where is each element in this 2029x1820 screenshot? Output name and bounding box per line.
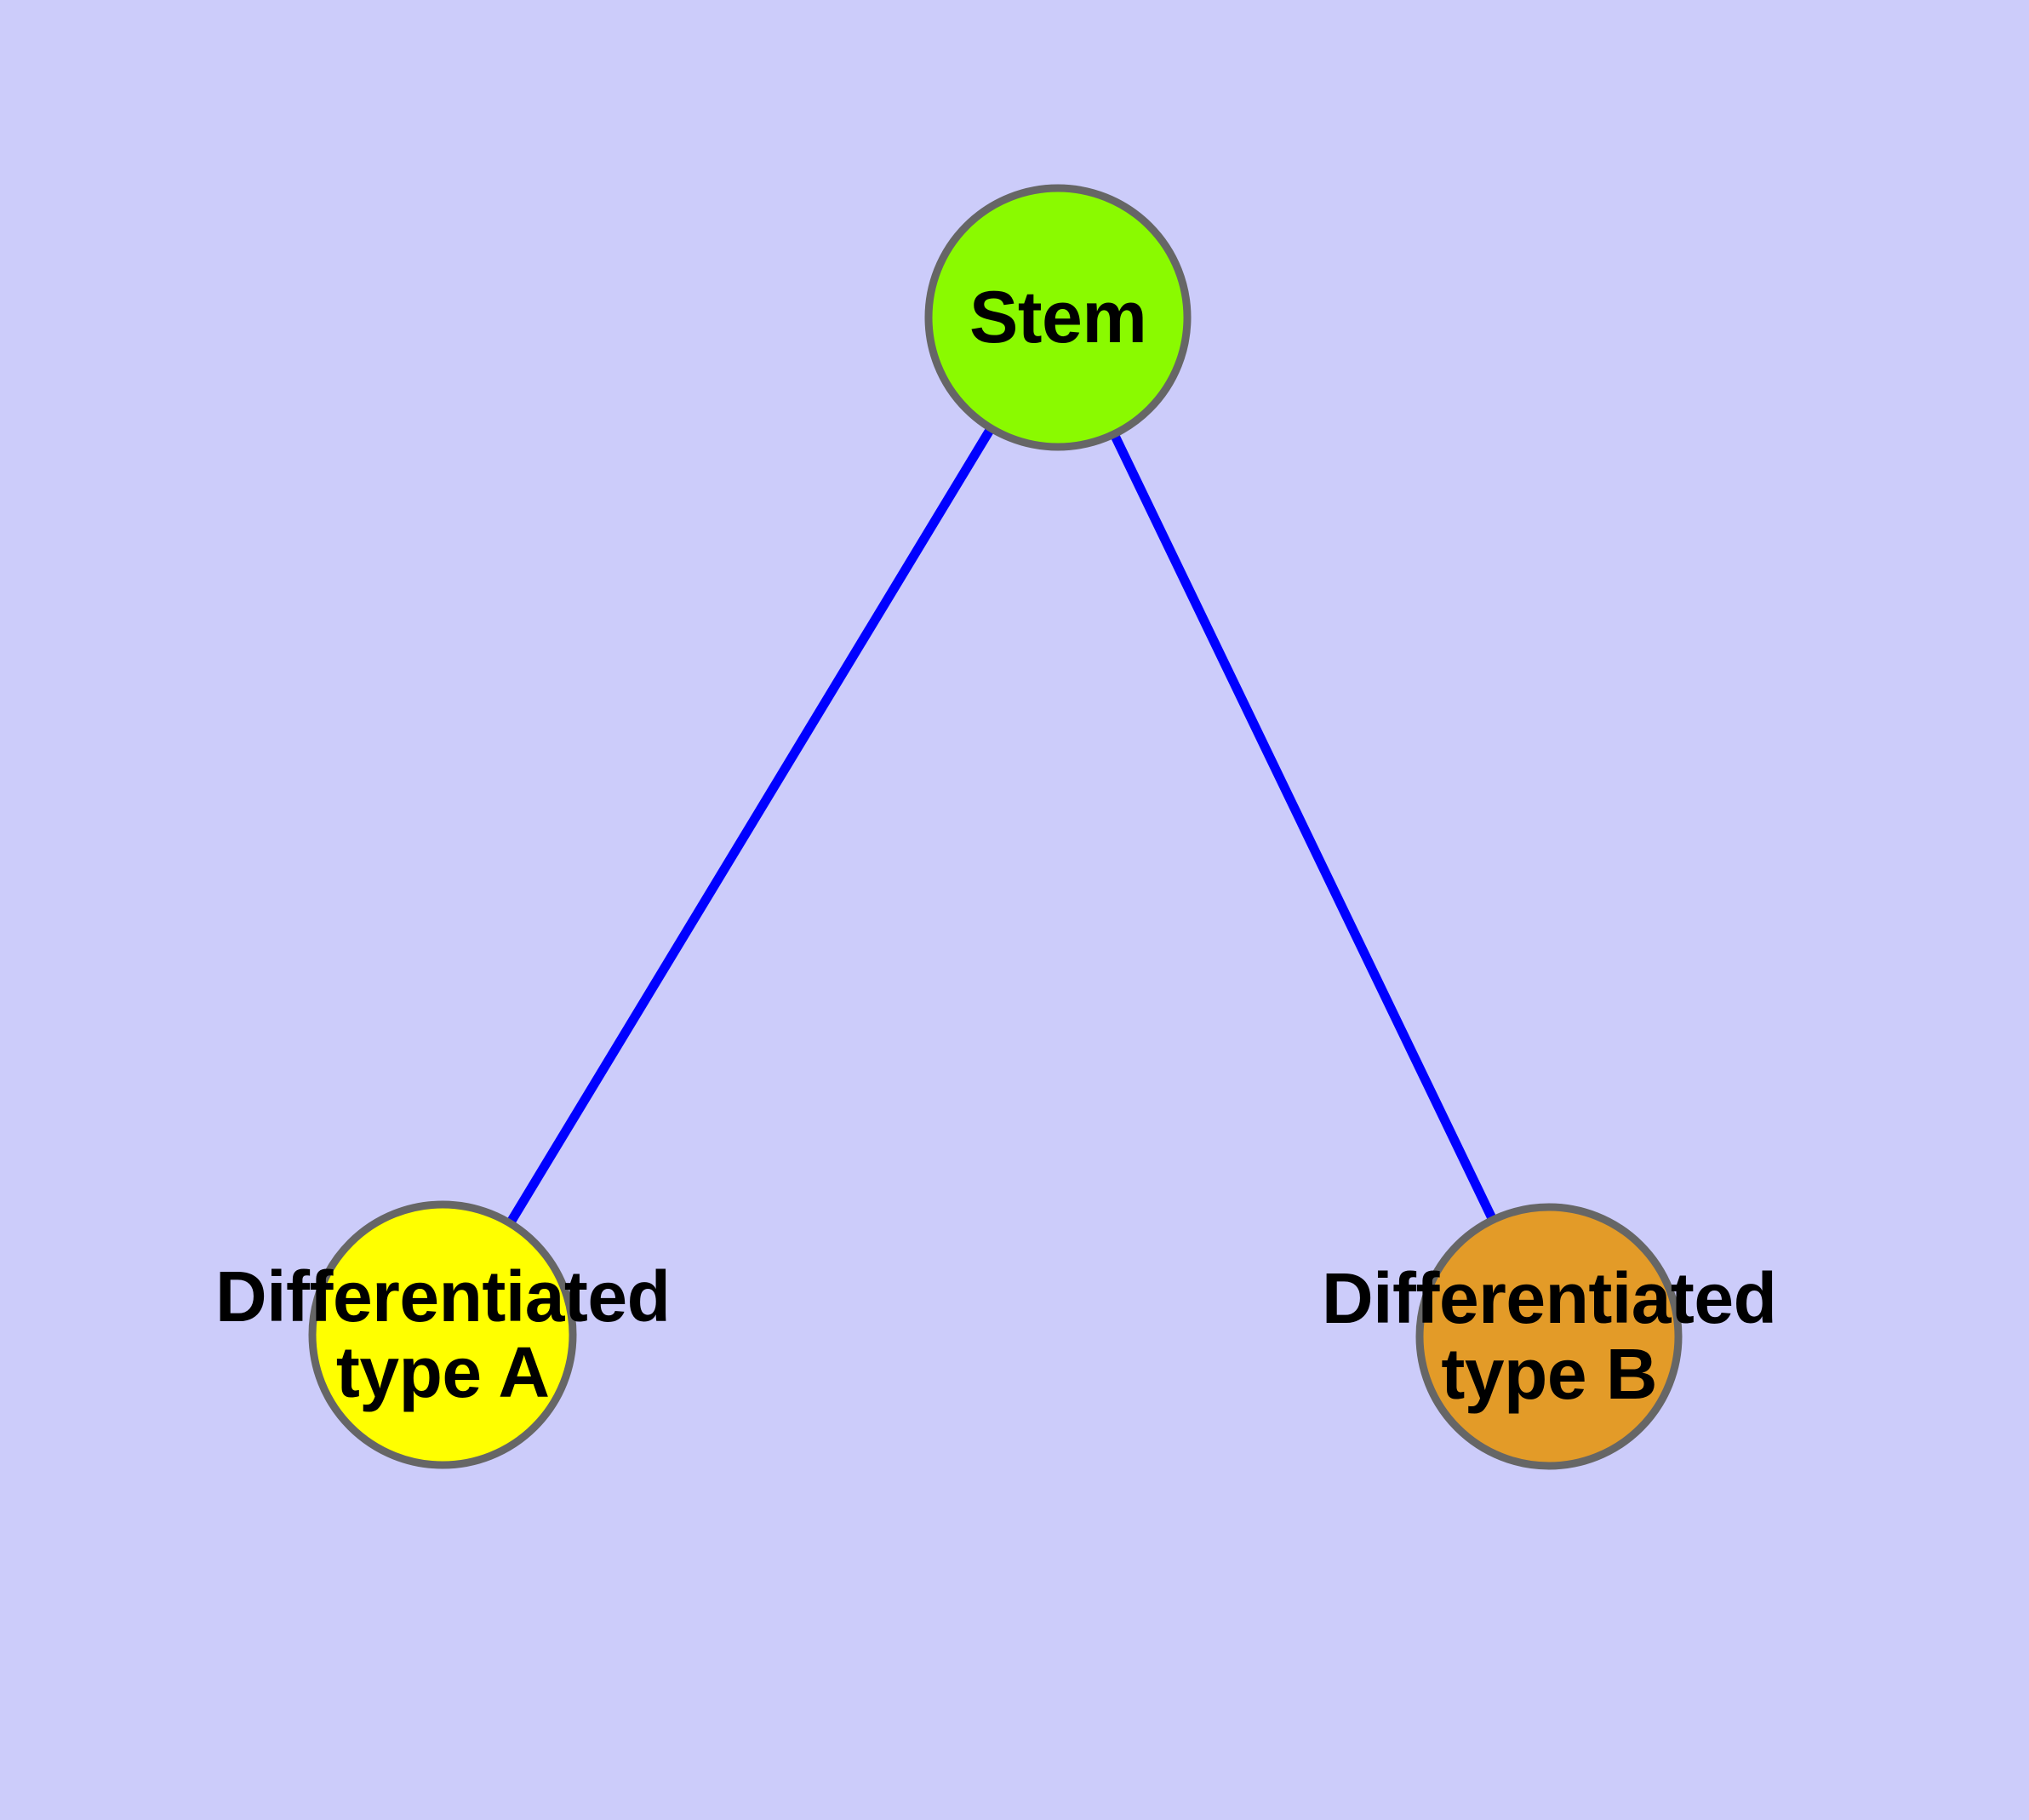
node-stem[interactable]	[924, 184, 1192, 451]
node-differentiated-type-b[interactable]	[1415, 1203, 1683, 1470]
edge-layer	[506, 426, 1497, 1226]
edge-stem-to-differentiated-type-a[interactable]	[506, 426, 996, 1226]
node-differentiated-type-a[interactable]	[308, 1200, 577, 1469]
edge-stem-to-differentiated-type-b[interactable]	[1110, 432, 1497, 1222]
node-layer	[308, 184, 1683, 1470]
